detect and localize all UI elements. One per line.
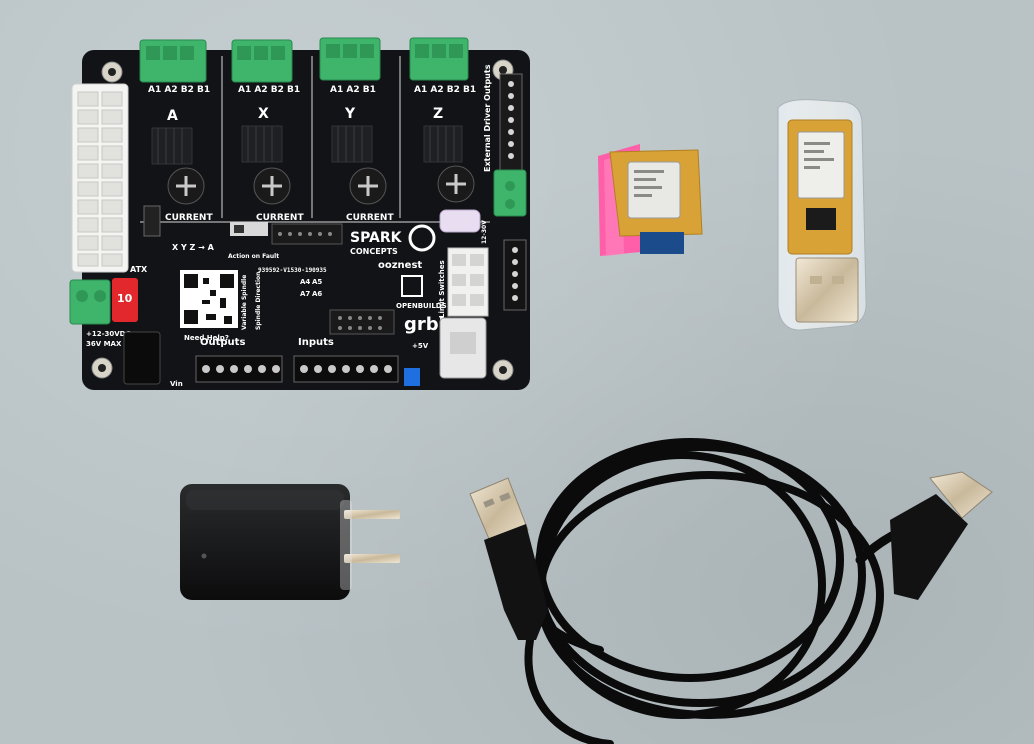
svg-text:Action on Fault: Action on Fault [228, 253, 279, 260]
svg-text:Limit Switches: Limit Switches [438, 260, 446, 318]
svg-text:36V MAX: 36V MAX [86, 340, 122, 348]
usb-a-overmold [484, 524, 548, 640]
module-shield-can [627, 161, 681, 219]
outputs-terminal [195, 355, 283, 383]
bluetooth-module [598, 144, 703, 256]
openbuilds-logo-icon [401, 275, 423, 297]
svg-text:OPENBUILDS: OPENBUILDS [396, 302, 447, 310]
svg-text:Inputs: Inputs [298, 337, 334, 348]
reset-button[interactable] [404, 368, 420, 386]
usb-dongle [777, 99, 867, 331]
usb-b-connector [890, 471, 993, 600]
arduino-header [271, 223, 343, 245]
stepper-section-y: A1 A2 B1 Y CURRENT [319, 37, 394, 223]
heatsink-x [241, 125, 283, 163]
svg-text:A1 A2 B1: A1 A2 B1 [330, 85, 376, 95]
charger-prong-top [344, 510, 400, 519]
svg-text:Need Help?: Need Help? [184, 334, 229, 342]
svg-text:Spindle Direction: Spindle Direction [255, 272, 262, 330]
charger-led [201, 553, 207, 559]
dongle-usb-plug [795, 257, 859, 323]
fuse [112, 278, 138, 322]
usb-b-overmold [890, 494, 968, 600]
barrel-jack [123, 331, 161, 385]
svg-text:X Y Z → A: X Y Z → A [172, 243, 215, 252]
svg-text:939592-V1530-190935: 939592-V1530-190935 [258, 267, 327, 274]
stepper-section-a: A1 A2 B2 B1 A CURRENT [139, 39, 213, 223]
dongle-chip [806, 208, 836, 230]
cnc-controller-board: A1 A2 B2 B1 A CURRENT A1 A2 B2 B1 X CURR… [69, 37, 530, 390]
module-base-blue [640, 232, 684, 254]
svg-text:A4: A4 [300, 278, 310, 286]
svg-text:CURRENT: CURRENT [346, 213, 394, 223]
svg-text:Outputs: Outputs [200, 337, 245, 348]
svg-text:+5V: +5V [412, 342, 429, 350]
svg-text:A1 A2 B2 B1: A1 A2 B2 B1 [148, 85, 210, 95]
svg-text:Y: Y [344, 106, 356, 122]
svg-text:ATX: ATX [130, 265, 148, 274]
svg-text:A5: A5 [312, 278, 322, 286]
dongle-shield [797, 131, 845, 199]
stepper-section-x: A1 A2 B2 B1 X CURRENT [231, 39, 304, 223]
svg-text:A7: A7 [300, 290, 310, 298]
charger-body [180, 484, 350, 600]
relay-module [439, 209, 481, 233]
svg-text:A1 A2 B2 B1: A1 A2 B2 B1 [238, 85, 300, 95]
svg-text:ooznest: ooznest [378, 260, 422, 271]
svg-text:A1 A2 B2 B1: A1 A2 B2 B1 [414, 85, 476, 95]
svg-text:Z: Z [433, 106, 443, 122]
svg-text:A: A [167, 108, 178, 124]
svg-text:Variable Spindle: Variable Spindle [241, 275, 248, 330]
stepper-section-z: A1 A2 B2 B1 Z [409, 37, 476, 203]
usb-cable [516, 438, 935, 744]
pin-header-2x6 [329, 309, 395, 335]
svg-text:A6: A6 [312, 290, 322, 298]
svg-text:12-30V: 12-30V [481, 220, 488, 244]
svg-text:grbl: grbl [404, 314, 445, 335]
terminal-block-external [493, 169, 527, 217]
svg-text:+12-30VDC: +12-30VDC [86, 330, 131, 338]
svg-text:CURRENT: CURRENT [165, 213, 213, 223]
svg-text:X: X [258, 106, 269, 122]
svg-text:External Driver Outputs: External Driver Outputs [483, 64, 492, 172]
wall-charger [180, 484, 400, 600]
spark-logo-icon [408, 224, 436, 252]
svg-text:10: 10 [117, 292, 133, 305]
usb-a-connector [469, 477, 548, 640]
svg-text:SPARK: SPARK [350, 230, 403, 246]
power-terminal [69, 279, 111, 325]
heatsink-y [331, 125, 373, 163]
svg-text:Vin: Vin [170, 380, 183, 388]
heatsink-a [151, 127, 193, 165]
svg-text:CURRENT: CURRENT [256, 213, 304, 223]
charger-prong-bottom [344, 554, 400, 563]
svg-text:CONCEPTS: CONCEPTS [350, 247, 398, 256]
